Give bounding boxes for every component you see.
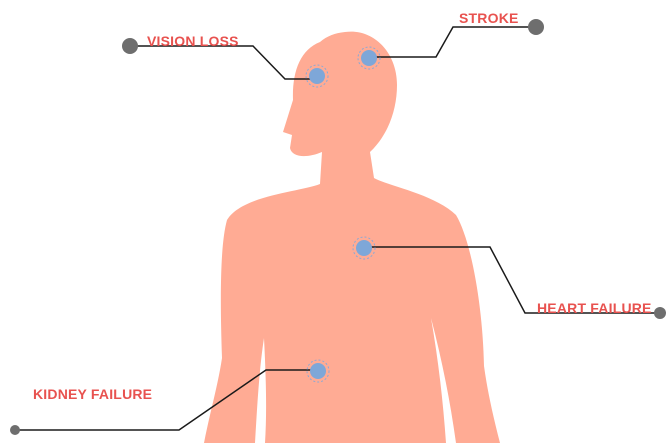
stroke-leader-line [370,27,536,57]
kidney-failure-label: KIDNEY FAILURE [33,386,152,402]
kidney-failure-endpoint-dot [10,425,20,435]
stroke-label: STROKE [459,10,519,26]
vision-loss-leader-line [130,46,317,79]
stroke-endpoint-dot [528,19,544,35]
heart-failure-endpoint-dot [654,307,666,319]
heart-failure-label: HEART FAILURE [537,300,652,316]
vision-loss-label: VISION LOSS [147,33,239,49]
vision-loss-endpoint-dot [122,38,138,54]
